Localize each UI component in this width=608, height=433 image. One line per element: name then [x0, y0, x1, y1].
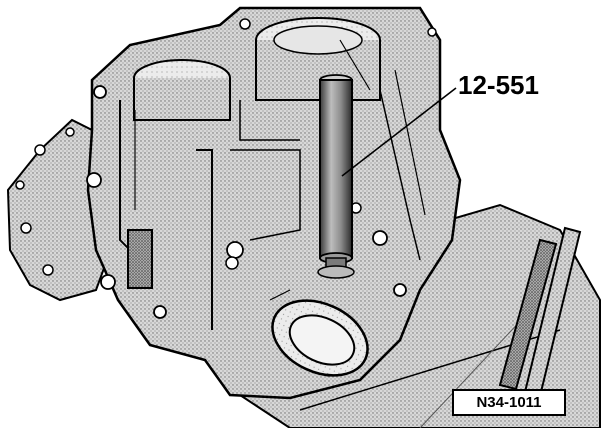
left-side-pad [127, 229, 153, 289]
special-tool-rod [317, 74, 355, 279]
callout-leader [341, 87, 457, 177]
tool-number-label: 12-551 [458, 70, 539, 100]
figure-number-box: N34-1011 [452, 389, 566, 416]
